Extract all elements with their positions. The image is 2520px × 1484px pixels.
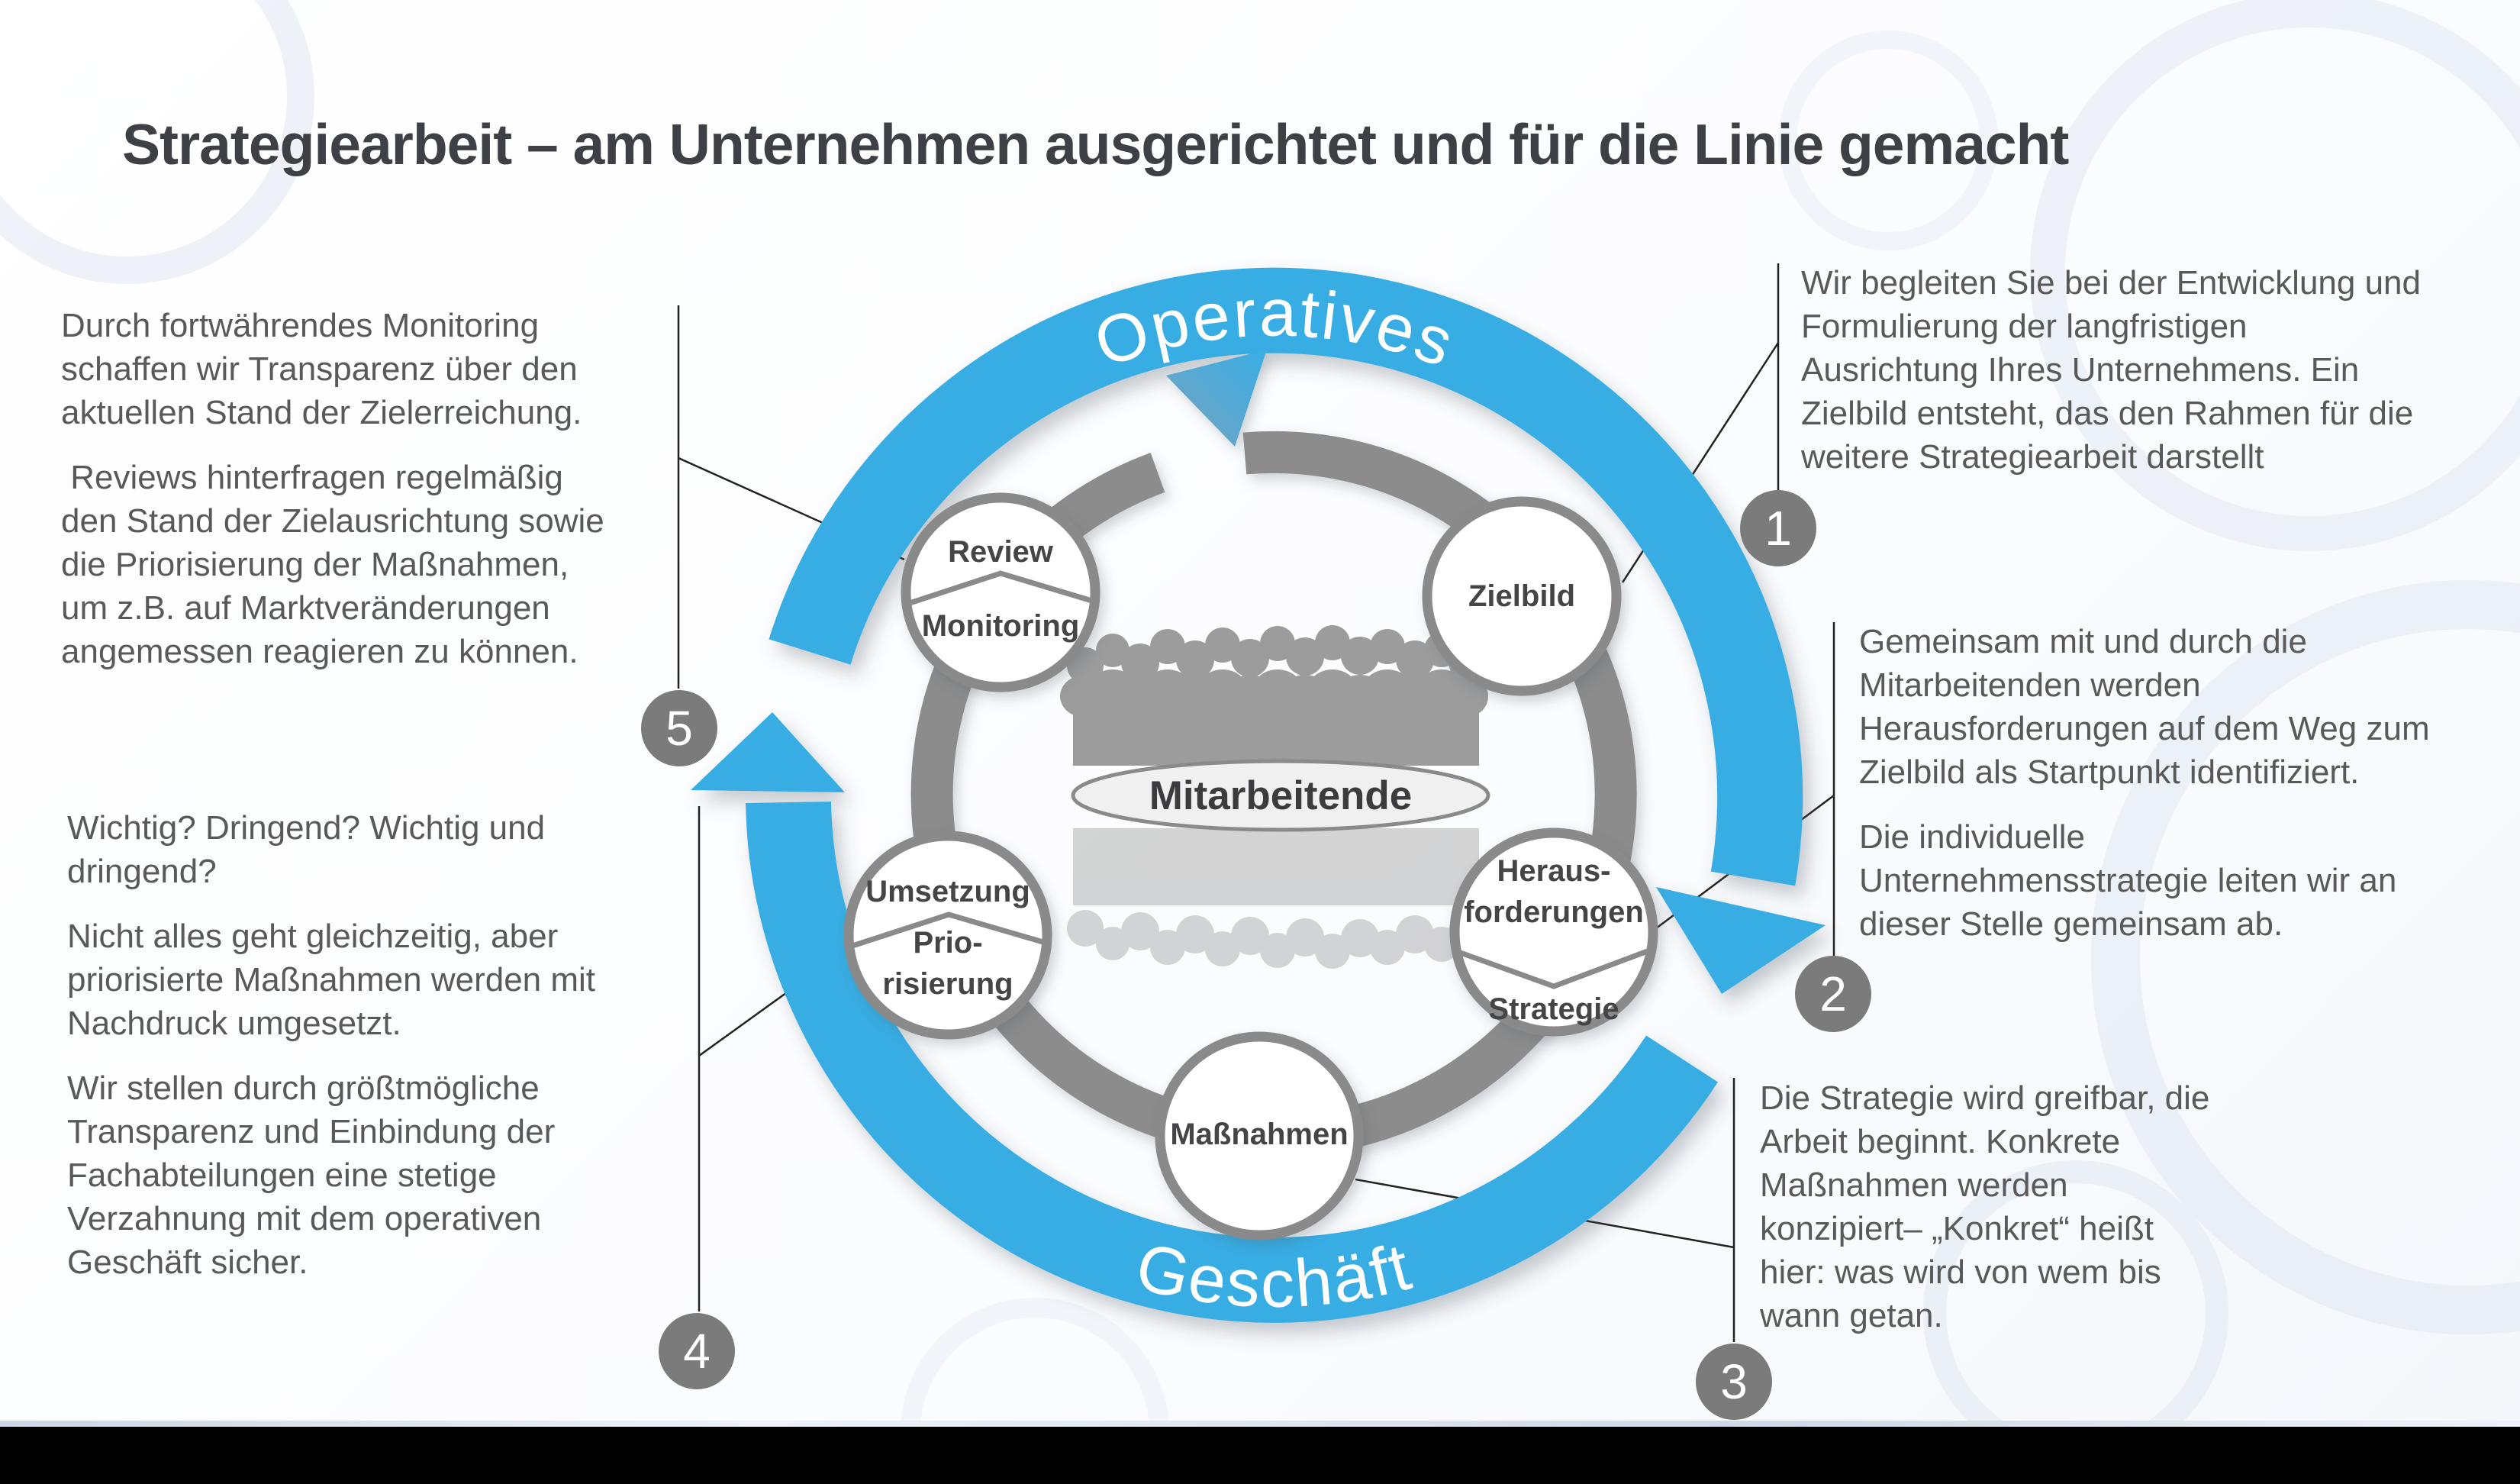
node-label-zielbild: Zielbild <box>1468 579 1575 613</box>
node-dividers <box>849 570 1653 989</box>
blue-ring-arc-top <box>769 267 1803 886</box>
annotation-paragraph: Wir stellen durch größtmögliche Transpar… <box>67 1069 556 1281</box>
step-badge-4: 4 <box>659 1313 735 1389</box>
node-circle-herausforderungen-strategie <box>1449 827 1658 1037</box>
page-title: Strategiearbeit – am Unternehmen ausgeri… <box>122 112 2069 176</box>
crowd-silhouette <box>1060 625 1488 766</box>
step-badge-2: 2 <box>1795 956 1871 1032</box>
annotation-step5: Durch fortwährendes Monitoring schaffen … <box>61 304 687 673</box>
bottom-edge-highlight <box>0 1421 2520 1427</box>
node-circles <box>843 492 1658 1240</box>
annotation-paragraph: Die Strategie wird greifbar, die Arbeit … <box>1760 1079 2210 1334</box>
center-ellipse <box>1071 759 1490 832</box>
node-label-strategie: Strategie <box>1488 992 1619 1026</box>
node-label-review: Review <box>948 535 1053 569</box>
node-circle-review-monitoring <box>901 492 1100 692</box>
annotation-paragraph: Gemeinsam mit und durch die Mitarbeitend… <box>1859 623 2430 791</box>
annotation-paragraph: Die individuelle Unternehmensstrategie l… <box>1859 818 2397 943</box>
node-label-herausforderungen: Heraus- forderungen <box>1464 854 1644 929</box>
step-badge-1: 1 <box>1740 490 1816 566</box>
center-label-mitarbeitende: Mitarbeitende <box>1149 773 1413 818</box>
bottom-black-bar <box>0 1427 2520 1484</box>
node-circle-zielbild <box>1422 496 1622 696</box>
blue-cycle-ring <box>691 267 1826 1323</box>
divider-herausforderungen-strategie <box>1455 947 1653 989</box>
annotation-step1: Wir begleiten Sie bei der Entwicklung un… <box>1801 261 2503 479</box>
annotation-paragraph: Reviews hinterfragen regelmäßig den Stan… <box>61 459 604 670</box>
annotation-paragraph: Wichtig? Dringend? Wichtig und dringend? <box>67 809 546 890</box>
node-circle-umsetzung-priorisierung <box>843 831 1052 1040</box>
annotation-step4: Wichtig? Dringend? Wichtig und dringend?… <box>67 806 693 1284</box>
blue-arrowhead-right-icon <box>1656 887 1826 994</box>
annotation-paragraph: Nicht alles geht gleichzeitig, aber prio… <box>67 918 596 1042</box>
node-circle-massnahmen <box>1155 1031 1364 1240</box>
gray-to-blue-arrowhead-icon <box>1166 350 1267 447</box>
annotation-paragraph: Wir begleiten Sie bei der Entwicklung un… <box>1801 264 2422 476</box>
divider-review-monitoring <box>906 570 1096 607</box>
step-badge-5: 5 <box>641 690 717 766</box>
blue-arrowhead-left-icon <box>691 712 845 792</box>
node-label-umsetzung: Umsetzung <box>865 875 1030 908</box>
annotation-paragraph: Durch fortwährendes Monitoring schaffen … <box>61 307 582 431</box>
crowd-reflection <box>1067 828 1482 969</box>
annotation-step3: Die Strategie wird greifbar, die Arbeit … <box>1760 1076 2294 1337</box>
divider-umsetzung-priorisierung <box>849 911 1046 950</box>
node-label-monitoring: Monitoring <box>921 609 1080 643</box>
node-label-massnahmen: Maßnahmen <box>1170 1118 1349 1151</box>
node-label-priorisierung: Prio- risierung <box>882 926 1013 1001</box>
blue-ring-arc-bottom <box>746 801 1718 1323</box>
step-badge-3: 3 <box>1696 1344 1772 1420</box>
annotation-step2: Gemeinsam mit und durch die Mitarbeitend… <box>1859 620 2520 946</box>
